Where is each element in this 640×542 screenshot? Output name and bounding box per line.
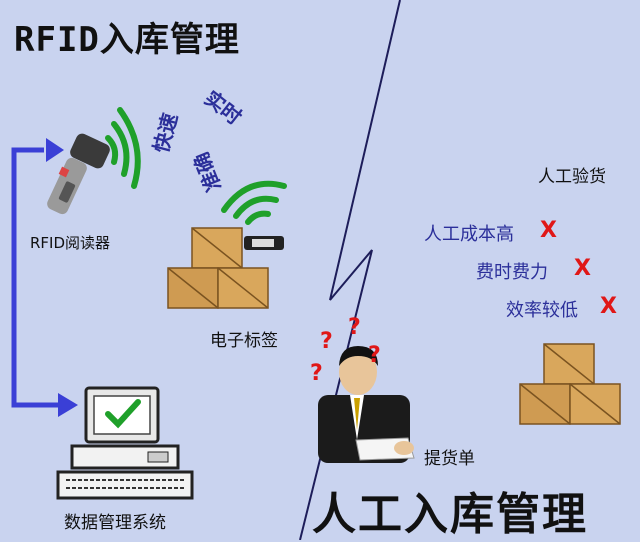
problem-time: 费时费力 <box>476 262 548 283</box>
slip-label: 提货单 <box>424 449 475 469</box>
manual-title: 人工入库管理 <box>312 489 588 540</box>
tag-waves-icon <box>221 180 287 225</box>
problem-cost: 人工成本高 <box>424 224 514 245</box>
right-boxes-icon <box>519 343 621 425</box>
svg-text:?: ? <box>368 343 381 368</box>
worker-icon <box>318 346 415 463</box>
arrow-to-reader <box>46 138 64 162</box>
svg-text:?: ? <box>348 315 361 340</box>
rfid-tag-icon <box>244 236 284 250</box>
rfid-title: RFID入库管理 <box>14 20 240 60</box>
problem-efficiency: 效率较低 <box>506 300 578 321</box>
system-label: 数据管理系统 <box>64 513 166 533</box>
question-marks-icon: ? ? ? ? <box>310 315 381 386</box>
reader-label: RFID阅读器 <box>30 234 111 252</box>
cross-icon: X <box>540 218 557 243</box>
rfid-reader-icon <box>47 133 110 215</box>
tag-label: 电子标签 <box>210 331 278 351</box>
arrow-to-system <box>58 393 78 417</box>
inspection-label: 人工验货 <box>538 167 606 187</box>
svg-text:?: ? <box>320 329 333 354</box>
tagged-boxes-icon <box>167 227 269 309</box>
connector-line <box>11 147 60 408</box>
cross-icon: X <box>600 294 617 319</box>
cross-icon: X <box>574 256 591 281</box>
reader-waves-icon <box>105 107 141 189</box>
computer-icon <box>56 386 194 500</box>
svg-text:?: ? <box>310 361 323 386</box>
